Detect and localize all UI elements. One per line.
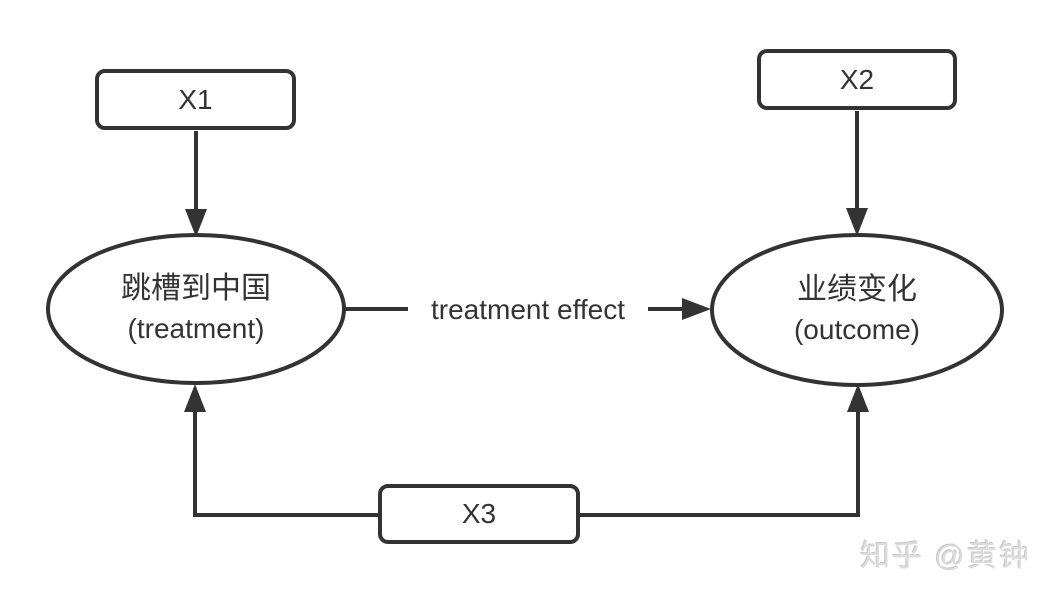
treatment-ellipse <box>46 233 346 385</box>
outcome-title: 业绩变化 <box>797 273 917 306</box>
edge-x1-treatment <box>185 131 207 237</box>
treatment-title: 跳槽到中国 <box>121 272 271 305</box>
node-x3: X3 <box>378 484 580 544</box>
node-x3-label: X3 <box>461 498 497 529</box>
zhihu-watermark: 知乎 @黄钟 <box>860 540 1031 573</box>
node-x1-label: X1 <box>178 83 213 115</box>
arrowhead-down-icon <box>846 208 868 236</box>
arrowhead-up-icon <box>184 384 206 412</box>
treatment-effect-edge-label: treatment effect <box>408 292 648 328</box>
node-treatment-label: 跳槽到中国 (treatment) <box>56 269 336 349</box>
node-x2-label: X2 <box>839 63 875 95</box>
edge-x3-treatment <box>184 384 378 517</box>
treatment-subtitle: (treatment) <box>127 313 265 344</box>
arrowhead-down-icon <box>185 209 207 237</box>
node-x2: X2 <box>757 49 957 110</box>
outcome-ellipse <box>710 233 1004 387</box>
node-outcome-label: 业绩变化 (outcome) <box>717 270 997 350</box>
arrowhead-right-icon <box>682 298 711 320</box>
edge-x2-outcome <box>846 111 868 236</box>
outcome-subtitle: (outcome) <box>793 314 921 345</box>
edge-x3-outcome <box>580 384 869 517</box>
node-x1: X1 <box>95 69 296 130</box>
arrowhead-up-icon <box>847 384 869 412</box>
